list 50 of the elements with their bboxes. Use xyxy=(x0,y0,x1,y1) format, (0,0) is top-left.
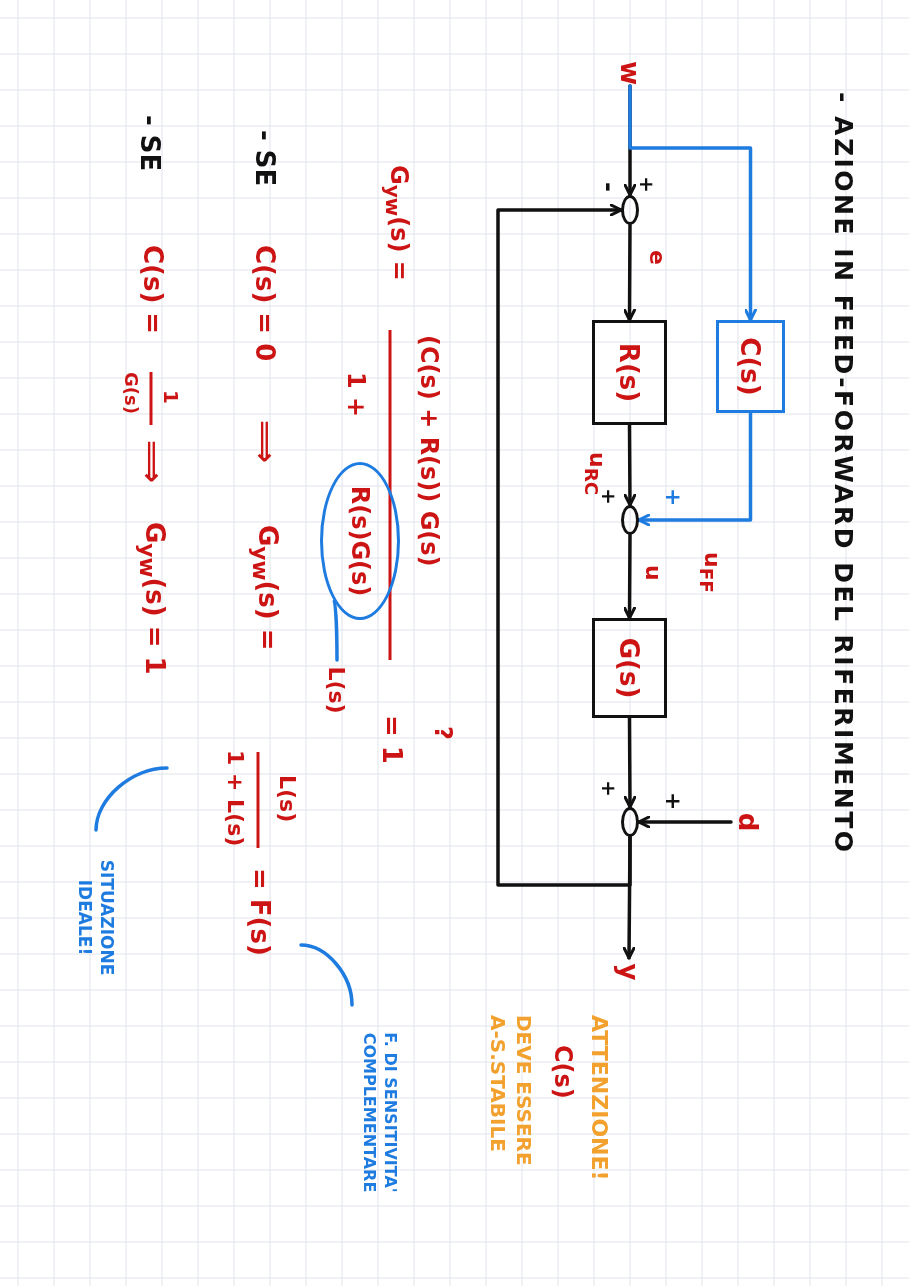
formula: = 1 xyxy=(377,715,407,764)
block-box: R(s) xyxy=(592,320,667,425)
arrow xyxy=(637,411,753,527)
implication-symbol: ⟹ xyxy=(135,440,169,483)
formula: C(s) = 0 xyxy=(250,245,280,362)
arrow xyxy=(628,84,757,322)
signal-label: L(s) xyxy=(321,660,353,720)
signal-label: d xyxy=(731,808,765,836)
sign: - xyxy=(595,182,623,192)
formula: = F(s) xyxy=(245,868,275,956)
block-box: C(s) xyxy=(716,320,785,413)
formula: ? xyxy=(429,726,457,740)
leader-line xyxy=(94,766,169,832)
sign: + xyxy=(660,792,686,811)
arrow xyxy=(637,815,733,829)
signal-label: SITUAZIONE IDEALE! xyxy=(68,830,124,1005)
signal-label: y xyxy=(611,958,647,986)
condition-text: - SE xyxy=(135,115,165,172)
warning-text: DEVE ESSERE A-S.STABILE xyxy=(485,1015,537,1168)
implication-symbol: ⟹ xyxy=(248,420,282,463)
sign: + xyxy=(660,488,686,507)
formula: 1 + L(s) xyxy=(222,750,248,847)
formula: (C(s) + R(s)) G(s) xyxy=(415,335,443,567)
sign: + xyxy=(598,780,620,797)
formula: 1 + xyxy=(342,372,370,418)
leader-line xyxy=(332,599,339,662)
arrow xyxy=(496,203,632,887)
formula: 1 xyxy=(160,390,182,404)
sign: + xyxy=(636,176,658,193)
arrow xyxy=(623,423,637,507)
formula: L(s) xyxy=(274,775,300,823)
leader-line xyxy=(299,943,354,1007)
formula: G(s) xyxy=(121,372,141,414)
block-box: G(s) xyxy=(592,618,667,718)
summing-junction xyxy=(621,807,639,837)
formula: C(s) = xyxy=(138,245,168,335)
summing-junction xyxy=(621,505,639,535)
formula: C(s) xyxy=(549,1045,577,1099)
edge-label: u xyxy=(640,565,665,581)
summing-junction xyxy=(621,195,639,225)
highlight-ellipse: R(s)G(s) xyxy=(320,462,400,620)
arrow xyxy=(623,533,637,620)
edge-label: e xyxy=(644,250,669,265)
condition-text: - SE xyxy=(250,130,280,187)
warning-text: ATTENZIONE! xyxy=(586,1015,612,1181)
signal-label: F. DI SENSITIVITA' COMPLEMENTARE xyxy=(349,1005,409,1220)
arrow xyxy=(623,223,637,322)
title: - AZIONE IN FEED-FORWARD DEL RIFERIMENTO xyxy=(829,92,857,855)
arrow xyxy=(623,716,637,809)
signal-label: w xyxy=(613,60,647,86)
